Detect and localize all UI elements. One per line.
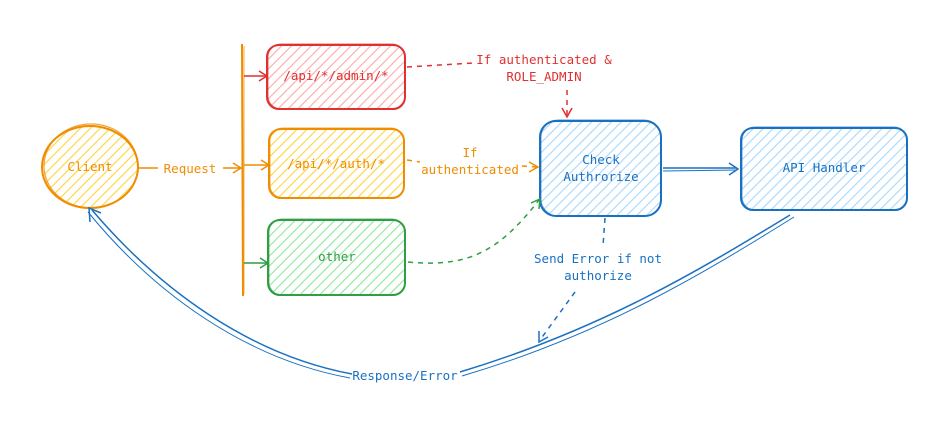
auth-route-node	[268, 127, 405, 199]
response-edge-label: Response/Error	[352, 368, 458, 383]
other-to-check-arrow	[407, 199, 540, 264]
check-label-line2: Authrorize	[563, 169, 639, 184]
api-handler-label: API Handler	[782, 160, 866, 175]
admin-condition-arrow	[406, 62, 568, 116]
admin-condition-line1: If authenticated &	[476, 52, 612, 67]
send-error-arrowhead	[538, 331, 549, 344]
other-to-check-arrowhead	[530, 197, 541, 210]
branch-arrow-auth	[244, 159, 271, 171]
branch-arrow-admin	[244, 70, 269, 82]
send-error-line1: Send Error if not	[534, 251, 662, 266]
auth-condition-line2: authenticated	[421, 162, 519, 177]
check-label-line1: Check	[582, 152, 620, 167]
auth-condition-arrow	[406, 159, 538, 168]
admin-route-label: /api/*/admin/*	[283, 68, 389, 83]
client-node	[41, 123, 139, 209]
router-bar	[241, 43, 245, 297]
client-label: Client	[67, 159, 113, 174]
check-to-handler-arrow	[662, 162, 740, 176]
send-error-line2: authorize	[564, 268, 632, 283]
check-authorize-node	[539, 119, 662, 217]
send-error-arrow	[539, 217, 606, 341]
auth-route-label: /api/*/auth/*	[287, 156, 385, 171]
request-arrow	[139, 162, 243, 174]
admin-condition-arrowhead	[561, 107, 573, 119]
api-handler-node	[740, 126, 908, 211]
other-route-node	[267, 218, 406, 296]
auth-condition-line1: If	[462, 145, 478, 160]
branch-arrow-other	[244, 257, 270, 269]
admin-route-node	[266, 43, 406, 110]
admin-condition-line2: ROLE_ADMIN	[506, 69, 582, 84]
other-route-label: other	[318, 249, 356, 264]
request-edge-label: Request	[163, 161, 217, 176]
response-arrow	[87, 206, 795, 379]
auth-condition-arrowhead	[528, 161, 540, 173]
